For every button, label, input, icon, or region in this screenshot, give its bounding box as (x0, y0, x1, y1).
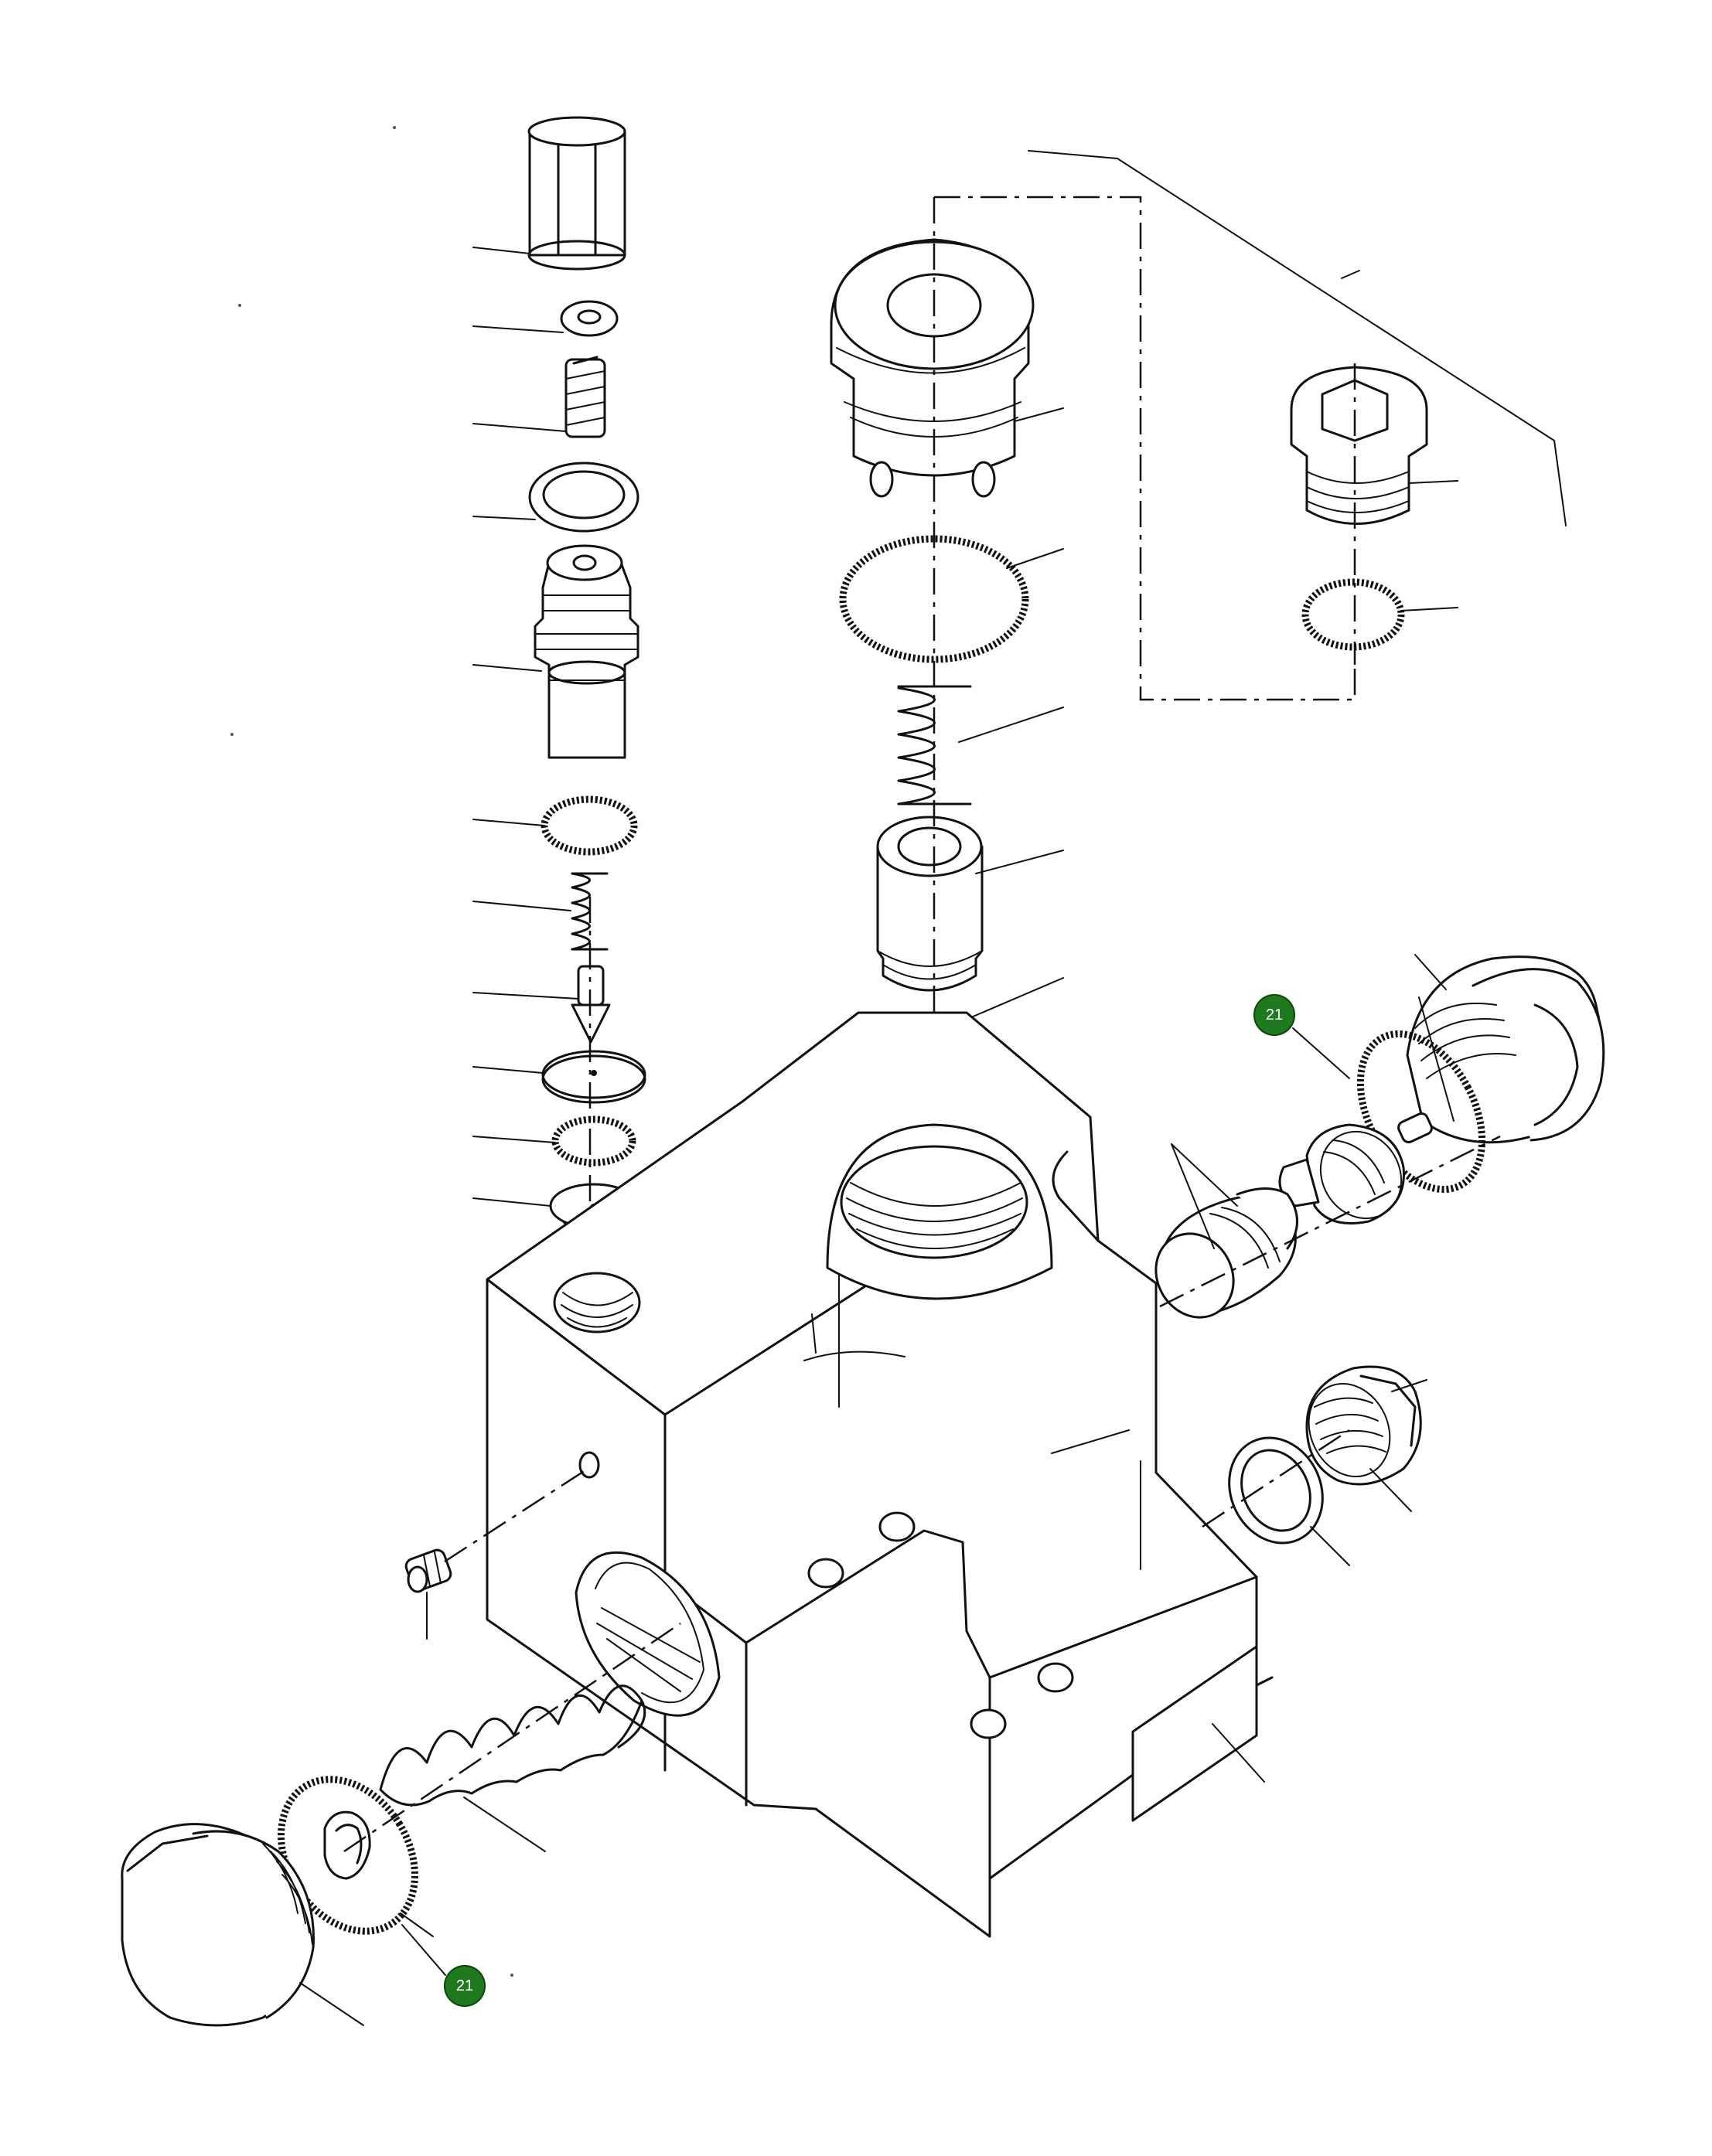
lower-left-hex-cap (121, 1823, 315, 2027)
center-plug-cartridge (830, 238, 1035, 498)
right-top-leaders (1028, 150, 1567, 611)
right-lower-leaders (1310, 1379, 1427, 1566)
callout-badge-right[interactable]: 21 (1253, 994, 1295, 1036)
right-lower-hex-plug (1305, 1365, 1422, 1486)
center-large-o-ring (839, 535, 1029, 663)
right-large-hex-cap (1406, 955, 1605, 1144)
inner-spring (323, 1810, 371, 1880)
right-top-plug (1290, 366, 1428, 525)
right-spool (1154, 1187, 1298, 1319)
callout-badge-right-label: 21 (1265, 1006, 1284, 1024)
left-disc (541, 1050, 646, 1104)
callout-badge-bottom-left-label: 21 (455, 1977, 474, 1994)
left-adjust-screw (564, 356, 606, 438)
left-seal-ring-2 (541, 795, 638, 856)
left-seal-ring-1 (528, 462, 639, 533)
set-screw (404, 1548, 452, 1593)
large-spring (379, 1684, 646, 1807)
center-piston-sleeve (876, 816, 984, 992)
bottom-flange-leader (1212, 1723, 1265, 1783)
left-seal-ring-3 (551, 1115, 636, 1167)
right-spool-leaders (1171, 954, 1455, 1249)
right-side-gasket (1356, 1030, 1486, 1194)
right-small-pin (1397, 1112, 1433, 1144)
stray-marks (230, 126, 513, 1977)
callout-badge-bottom-left[interactable]: 21 (444, 1965, 486, 2007)
valve-block (486, 1011, 1274, 1938)
left-leader-lines (472, 247, 579, 1207)
right-top-seal-ring (1301, 578, 1405, 651)
left-cap-nut (527, 116, 626, 271)
left-valve-body (534, 544, 639, 759)
left-lock-nut (560, 300, 619, 337)
right-piston-cartridge (1278, 1123, 1405, 1224)
